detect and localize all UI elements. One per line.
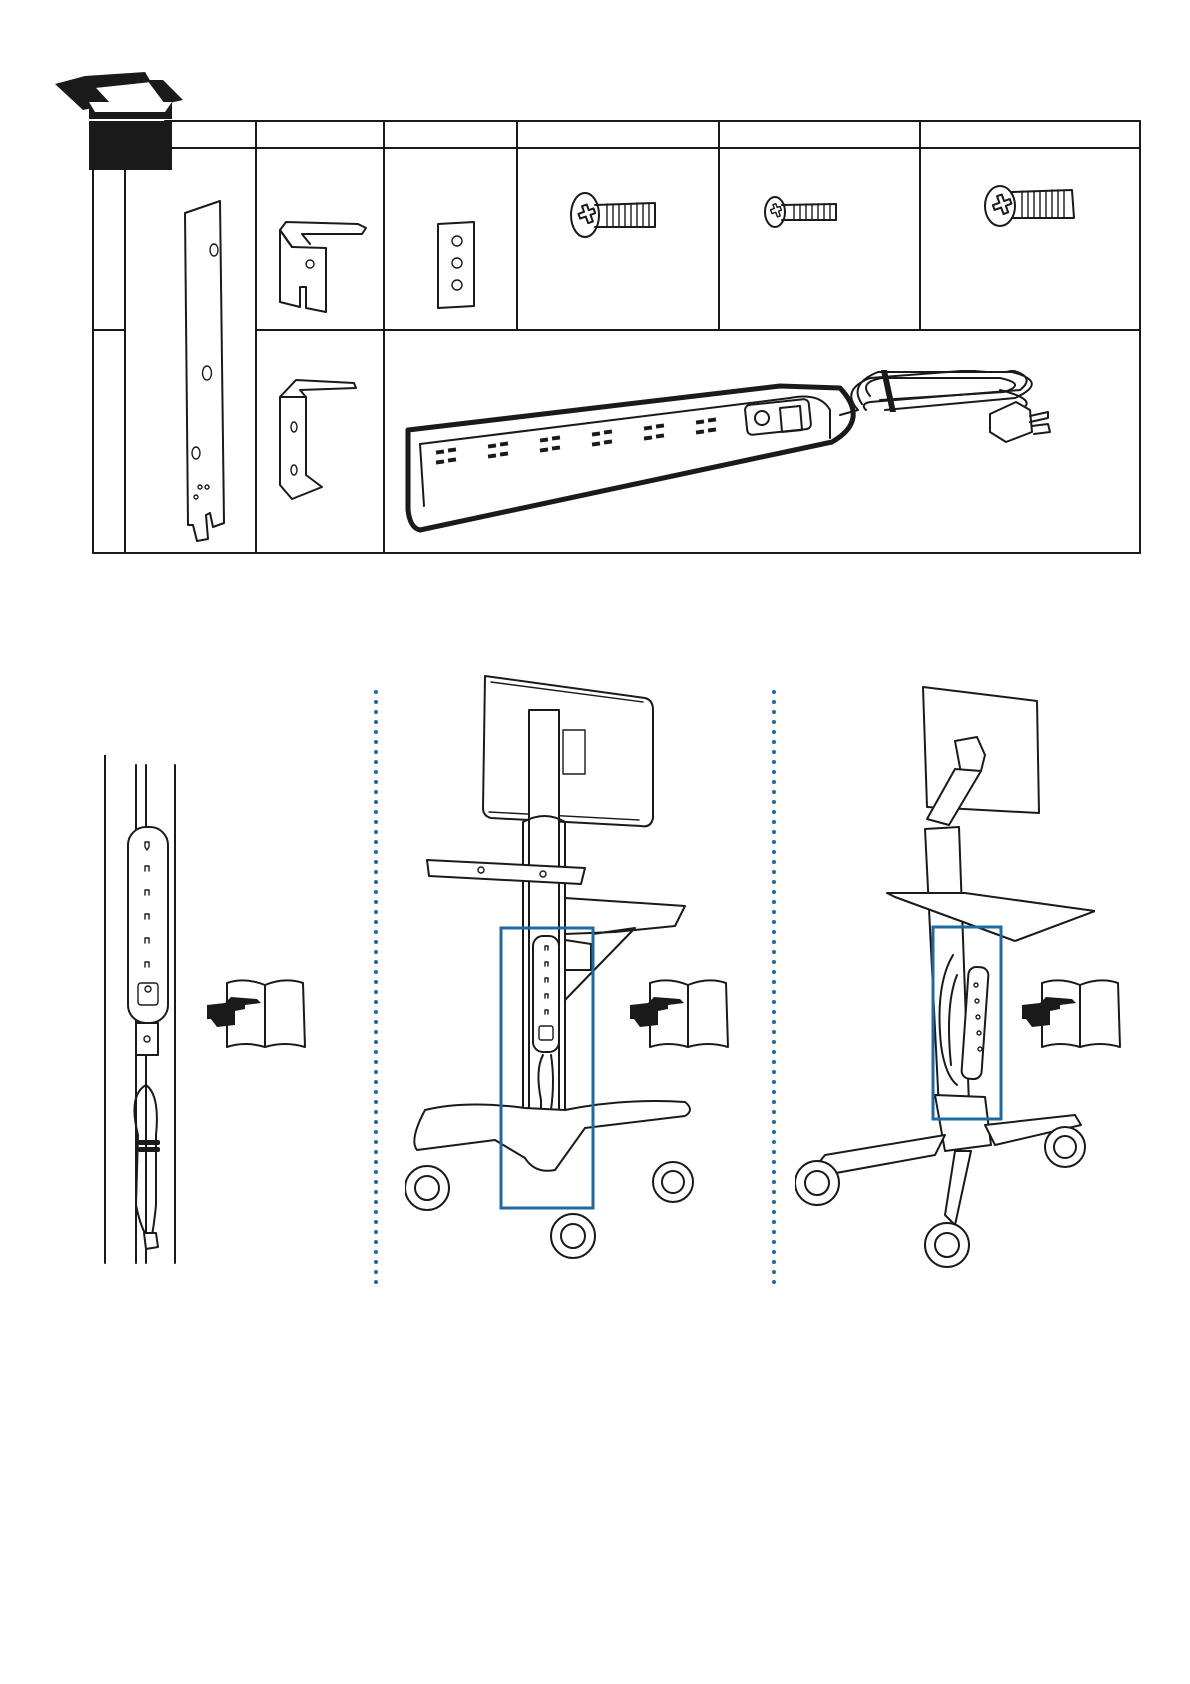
bracket-b-icon bbox=[272, 375, 372, 515]
step-separator bbox=[370, 688, 382, 1290]
manual-pointer-icon bbox=[1020, 975, 1140, 1055]
parts-table bbox=[0, 0, 1190, 560]
power-strip-icon bbox=[400, 370, 1135, 540]
spacer-plate-icon bbox=[430, 218, 480, 313]
screw-small-icon bbox=[760, 190, 840, 235]
manual-pointer-icon bbox=[628, 975, 748, 1055]
power-strip-mounted-on-post bbox=[100, 755, 190, 1265]
bracket-a-icon bbox=[270, 212, 375, 317]
step-separator bbox=[768, 688, 780, 1290]
manual-pointer-icon bbox=[205, 975, 325, 1055]
screw-large-icon bbox=[565, 185, 665, 250]
mounting-plate-icon bbox=[170, 195, 230, 545]
screw-medium-icon bbox=[980, 178, 1080, 238]
